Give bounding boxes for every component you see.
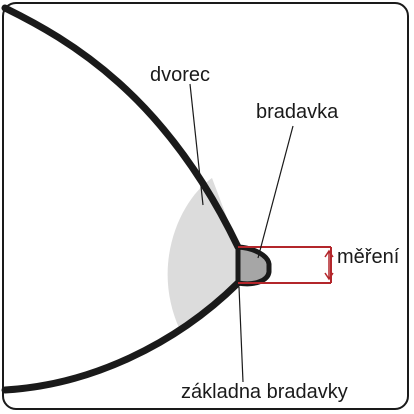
breast-outline-lower [1, 279, 242, 394]
diagram-frame [2, 2, 409, 410]
measure-arrow-head-bottom [324, 272, 334, 281]
breast-outline-upper [1, 4, 242, 251]
nipple-base-leader-line [238, 286, 244, 383]
nipple-shape [235, 244, 272, 287]
measurement-label: měření [337, 246, 400, 268]
areola-label: dvorec [150, 64, 211, 86]
areola-leader-line [189, 83, 204, 206]
nipple-label: bradavka [256, 101, 339, 123]
nipple-leader-line [257, 125, 294, 259]
nipple-base-label: základna bradavky [181, 381, 348, 403]
measure-arrow-head-top [324, 249, 334, 258]
